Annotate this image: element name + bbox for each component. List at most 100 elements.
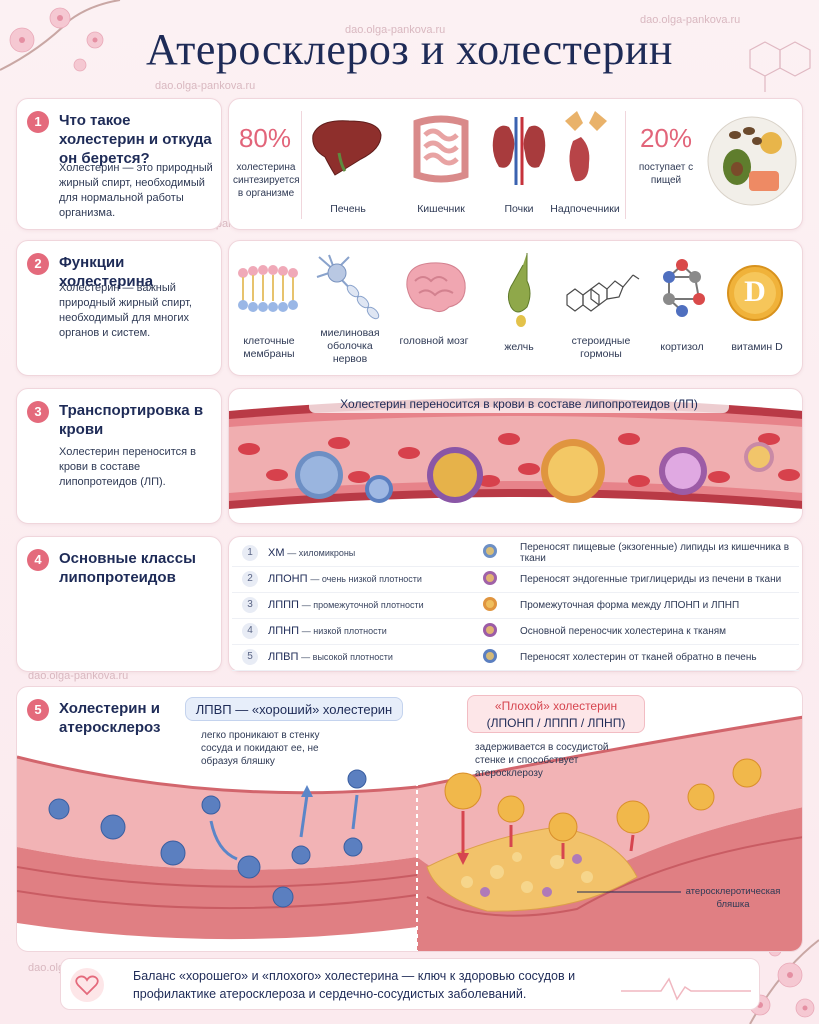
section-description: Холестерин переносится в крови в составе… — [59, 446, 196, 488]
percent-food-label: поступает с пищей — [638, 162, 694, 186]
class-name-cell: ЛПОНП — очень низкой плотности — [268, 566, 468, 593]
heart-icon — [70, 968, 104, 1002]
lipoprotein-particle-icon — [483, 570, 497, 585]
organ-label-adrenal: Надпочечники — [550, 203, 620, 215]
class-name-cell: ЛППП — промежуточной плотности — [268, 592, 468, 619]
class-name-cell: ХМ — хиломикроны — [268, 540, 468, 567]
class-abbreviation: ХМ — [268, 546, 285, 559]
percent-synthesized: 80% — [238, 123, 292, 153]
vitamin-d-icon — [727, 265, 783, 321]
cortisol-molecule-icon — [663, 259, 705, 317]
section-number: 2 — [27, 253, 49, 275]
cherry-blossom-decoration — [0, 0, 121, 72]
kidneys-icon — [492, 117, 546, 185]
good-cholesterol-title: ЛПВП — «хороший» холестерин — [185, 697, 403, 721]
section-title: Основные классы липопротеидов — [59, 550, 196, 586]
function-vitamin-d: витамин D — [731, 341, 783, 353]
class-full-name: — низкой плотности — [301, 626, 387, 636]
table-row: 3 ЛППП — промежуточной плотности Промежуто… — [232, 592, 799, 619]
section-description: Холестерин — это природный жирный спирт,… — [59, 162, 213, 219]
section-4-panel: 4 Основные классы липопротеидов — [16, 536, 222, 672]
row-number-cell: 3 — [232, 592, 268, 619]
class-description: Переносят холестерин от тканей обратно в… — [512, 644, 799, 671]
plaque-label: атеросклеротическая бляшка — [685, 886, 781, 910]
class-description: Переносят эндогенные триглицериды из печ… — [512, 566, 799, 593]
lipoprotein-particle-icon — [483, 596, 497, 611]
section-number: 1 — [27, 111, 49, 133]
class-full-name: — хиломикроны — [287, 547, 356, 558]
percent-food: 20% — [639, 123, 693, 153]
particle-cell — [468, 566, 512, 593]
class-full-name: — промежуточной плотности — [301, 600, 424, 610]
function-myelin: миелиновая оболочка нервов — [320, 327, 380, 365]
row-number-badge: 4 — [242, 623, 258, 639]
footer-text: Баланс «хорошего» и «плохого» холестерин… — [133, 969, 576, 1001]
class-abbreviation: ЛПОНП — [268, 573, 308, 585]
lipoprotein-particle-icon — [483, 544, 497, 559]
section-title: Холестерин и атеросклероз — [59, 700, 161, 736]
particle-cell — [468, 644, 512, 671]
class-abbreviation: ЛПНП — [268, 625, 299, 637]
section-3-panel: 3 Транспортировка в крови Холестерин пер… — [16, 388, 222, 524]
row-number-cell: 2 — [232, 566, 268, 593]
neuron-icon — [316, 254, 380, 320]
class-description: Переносят пищевые (экзогенные) липиды из… — [512, 540, 799, 567]
cell-membrane-icon — [238, 265, 298, 312]
gallbladder-icon — [507, 253, 531, 327]
food-plate-icon — [707, 116, 797, 206]
blood-vessel-illustration — [229, 398, 802, 509]
brain-icon — [406, 262, 466, 313]
section-2-card: клеточные мембраны миелиновая оболочка н… — [228, 240, 803, 376]
section-number: 4 — [27, 549, 49, 571]
section-number: 5 — [27, 699, 49, 721]
section-5-panel: 5 Холестерин и атеросклероз ЛПВП — «х — [16, 686, 803, 952]
particle-cell — [468, 592, 512, 619]
row-number-badge: 2 — [242, 571, 258, 587]
organ-label-kidneys: Почки — [504, 203, 534, 215]
section-title: Что такое холестерин и откуда он берется… — [59, 112, 212, 167]
class-abbreviation: ЛППП — [268, 599, 299, 611]
row-number-cell: 5 — [232, 644, 268, 671]
section-2-panel: 2 Функции холестерина Холестерин — важны… — [16, 240, 222, 376]
atherosclerosis-vessel-illustration — [17, 715, 802, 951]
percent-synthesized-label: холестерина синтезируется в организме — [233, 162, 300, 199]
intestine-icon — [413, 115, 469, 183]
good-cholesterol-note: легко проникают в стенку сосуда и покида… — [201, 730, 320, 767]
section-3-card: Холестерин переносится в крови в составе… — [228, 388, 803, 524]
heartbeat-line-decoration — [621, 977, 751, 1001]
bad-cholesterol-title-line1: «Плохой» холестерин — [494, 699, 618, 713]
table-row: 5 ЛПВП — высокой плотности Переносят холес… — [232, 644, 799, 671]
watermark: dao.olga-pankova.ru — [155, 80, 256, 92]
particle-cell — [468, 540, 512, 567]
function-cortisol: кортизол — [660, 341, 704, 353]
lipoprotein-particle-icon — [483, 622, 497, 637]
organ-label-liver: Печень — [330, 203, 366, 215]
bad-cholesterol-title-line2: (ЛПОНП / ЛППП / ЛПНП) — [486, 716, 626, 730]
class-name-cell: ЛПВП — высокой плотности — [268, 644, 468, 671]
particle-cell — [468, 618, 512, 645]
section-number: 3 — [27, 401, 49, 423]
row-number-badge: 5 — [242, 649, 258, 665]
class-name-cell: ЛПНП — низкой плотности — [268, 618, 468, 645]
steroid-structure-icon — [566, 274, 640, 312]
liver-icon — [312, 120, 382, 176]
function-brain: головной мозг — [399, 335, 469, 347]
bad-cholesterol-title: «Плохой» холестерин (ЛПОНП / ЛППП / ЛПНП… — [467, 695, 645, 733]
class-description: Промежуточная форма между ЛПОНП и ЛПНП — [512, 592, 799, 619]
class-full-name: — высокой плотности — [301, 652, 393, 662]
row-number-cell: 1 — [232, 540, 268, 567]
bad-cholesterol-note: задерживается в сосудистой стенке и спос… — [475, 742, 609, 779]
organ-label-intestine: Кишечник — [417, 203, 465, 215]
watermark: dao.olga-pankova.ru — [28, 670, 129, 682]
class-abbreviation: ЛПВП — [268, 651, 299, 663]
vitamin-d-letter: D — [744, 275, 766, 308]
row-number-badge: 3 — [242, 597, 258, 613]
adrenal-glands-icon — [565, 111, 607, 182]
molecule-decoration — [749, 41, 811, 92]
lipoprotein-particle-icon — [483, 648, 497, 663]
section-1-panel: 1 Что такое холестерин и откуда он берет… — [16, 98, 222, 230]
table-row: 2 ЛПОНП — очень низкой плотности Переносят… — [232, 566, 799, 593]
watermark: dao.olga-pankova.ru — [345, 24, 446, 36]
